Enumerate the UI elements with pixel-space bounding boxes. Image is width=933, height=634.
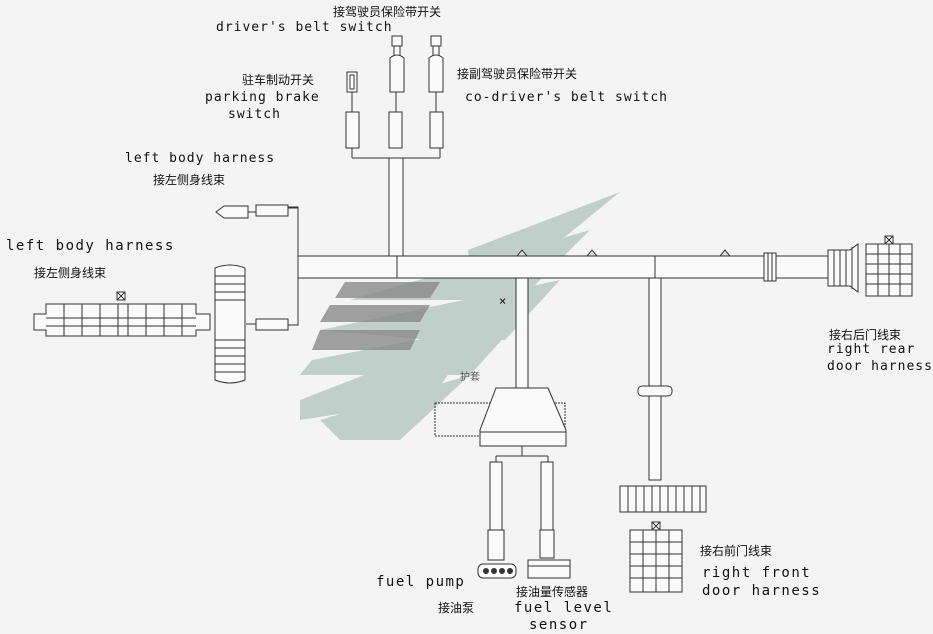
left-body-connector [33, 291, 211, 337]
left-body-upper-label-en: left body harness [125, 151, 276, 166]
fuel-level-label-zh: 接油量传感器 [516, 585, 589, 599]
driver-belt-sleeve [388, 111, 403, 149]
sleeve-label: 护套 [460, 372, 480, 383]
right-rear-door-connector [865, 235, 913, 297]
parking-brake-label-en-2: switch [228, 107, 281, 122]
right-front-door-connector [629, 521, 683, 593]
codriver-belt-label-en: co-driver's belt switch [465, 90, 669, 105]
parking-brake-label-zh: 驻车制动开关 [242, 73, 315, 87]
fuel-level-label-en-2: sensor [529, 617, 589, 633]
right-front-label-zh: 接右前门线束 [700, 544, 773, 558]
clip-marker: × [499, 294, 506, 308]
codriver-belt-sleeve [429, 111, 444, 149]
fuel-pump-connector [477, 563, 517, 579]
left-body-main-label-zh: 接左侧身线束 [34, 266, 107, 280]
driver-belt-connector [389, 35, 405, 93]
right-rear-label-en-1: right rear [827, 342, 916, 357]
fuel-level-label-en-1: fuel level [514, 600, 614, 616]
right-front-grommet [637, 385, 673, 397]
watermark-stripes [312, 282, 440, 350]
parking-brake-sleeve [345, 111, 360, 149]
fuel-level-sleeve [540, 461, 554, 531]
right-rear-label-en-2: door harness [827, 359, 933, 374]
right-front-door-boot [619, 485, 707, 513]
left-body-boot [214, 264, 246, 384]
codriver-belt-connector [428, 35, 444, 93]
right-front-label-en-2: door harness [702, 583, 822, 599]
left-body-lower-sleeve [255, 318, 289, 331]
codriver-belt-label-zh: 接副驾驶员保险带开关 [457, 67, 578, 81]
trunk-clip [515, 249, 732, 257]
fuel-grommet [479, 387, 567, 447]
switch-branch-trunk [388, 157, 404, 257]
fuel-level-connector [527, 559, 571, 579]
left-body-main-label-en: left body harness [6, 238, 175, 254]
right-rear-door-boot [827, 243, 859, 293]
right-rear-label-zh: 接右后门线束 [829, 328, 902, 342]
left-body-upper-connector [215, 205, 249, 219]
fuel-pump-sleeve [489, 461, 503, 531]
fuel-pump-label-en: fuel pump [376, 574, 466, 590]
fuel-pump-label-zh: 接油泵 [438, 601, 475, 615]
left-body-upper-label-zh: 接左侧身线束 [153, 173, 226, 187]
left-body-upper-sleeve [255, 204, 289, 217]
fuel-branch-sleeve [515, 277, 529, 389]
trunk-ring [763, 252, 777, 282]
right-front-label-en-1: right front [702, 565, 812, 581]
driver-belt-label-zh: 接驾驶员保险带开关 [333, 5, 442, 19]
right-front-branch-sleeve [648, 277, 662, 481]
driver-belt-label-en: driver's belt switch [216, 20, 393, 35]
main-trunk [297, 255, 829, 279]
parking-brake-label-en-1: parking brake [205, 90, 320, 105]
